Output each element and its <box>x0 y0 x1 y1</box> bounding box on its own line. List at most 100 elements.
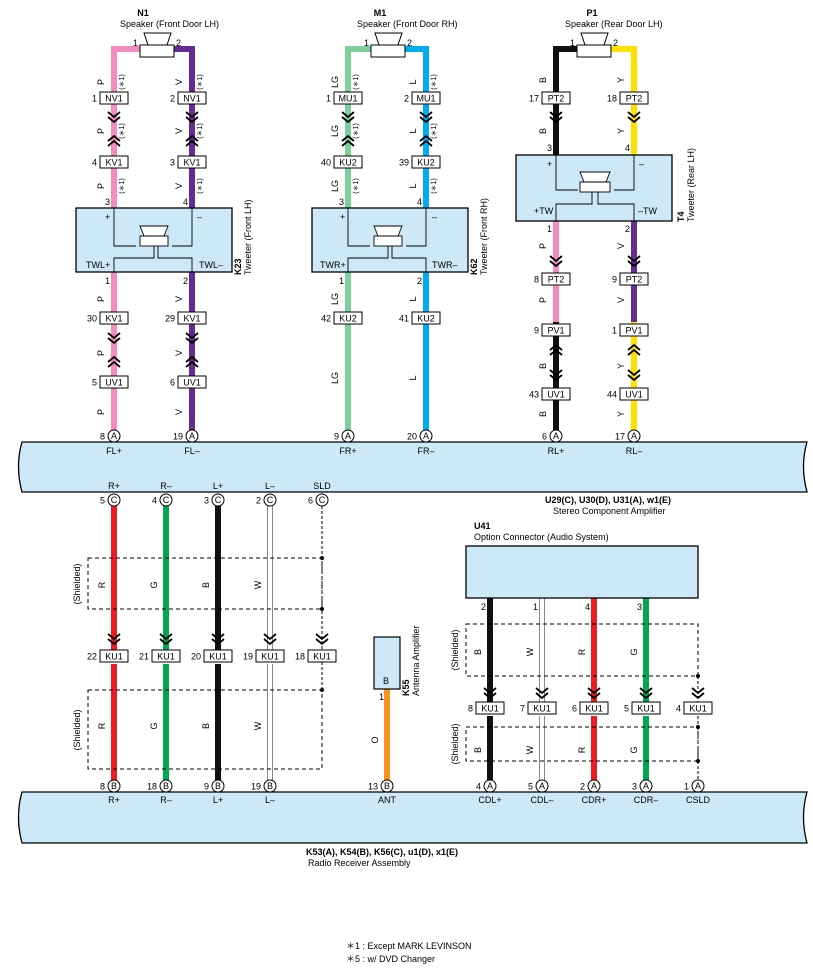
cd-wc-a-2: R <box>577 648 587 655</box>
mr-e: L <box>408 375 418 380</box>
ku1-cd-1-box <box>527 701 557 715</box>
k55-name: Antenna Amplifier <box>411 625 421 696</box>
rl-a: B <box>538 77 548 83</box>
radio-in-3-circle <box>263 779 277 793</box>
ml-d: LG <box>330 293 340 305</box>
amp-in-label-0: R+ <box>108 481 120 491</box>
nv1-left-pin: 1 <box>92 94 97 104</box>
cd-wc-b-2: R <box>577 746 587 753</box>
amp-in-0-letter: C <box>111 495 118 505</box>
amp-out-3-letter: A <box>423 431 429 441</box>
amp-in-label-3: L– <box>265 481 275 491</box>
pt2b-right-pin: 9 <box>612 275 617 285</box>
kv1b-left-label: KV1 <box>105 314 122 324</box>
chev-uv1b-r <box>627 369 641 382</box>
amp-out-label-5: RL– <box>626 446 643 456</box>
nv1-right-pin: 2 <box>170 94 175 104</box>
ku2-right-pin: 39 <box>399 158 409 168</box>
amp-out-0-letter: A <box>111 431 117 441</box>
ku1-in-3-pin: 19 <box>243 652 253 662</box>
mr-d: L <box>408 296 418 301</box>
t4-code: T4 <box>676 211 686 222</box>
cd-wc-a-3: G <box>629 648 639 655</box>
ku1-cd-3-box <box>631 701 661 715</box>
wr-n1a: V <box>174 79 184 85</box>
uv1b-left-box <box>541 387 571 401</box>
in-wc-a-1: G <box>149 581 159 588</box>
radio-cd-4-letter: A <box>695 781 701 791</box>
radio-cd-2-letter: A <box>591 781 597 791</box>
ku1-cd-2-label: KU1 <box>585 704 603 714</box>
pt2b-right-box <box>619 272 649 286</box>
radio-cd-label-0: CDL+ <box>478 795 501 805</box>
chev-in-2 <box>211 633 225 646</box>
p1-name: Speaker (Rear Door LH) <box>565 19 663 29</box>
nv1-right-box <box>177 91 207 105</box>
shield-box-upper <box>87 557 323 610</box>
pt2b-left-pin: 8 <box>534 275 539 285</box>
amp-in-4-circle <box>315 493 329 507</box>
ku1-cd-3-label: KU1 <box>637 704 655 714</box>
chev-cd-sld <box>691 687 705 700</box>
amp-in-1-circle <box>159 493 173 507</box>
m1-code: M1 <box>374 8 387 18</box>
radio-ant-circle <box>380 779 394 793</box>
pv1-left-box <box>541 323 571 337</box>
note-1: ＊1 : Except MARK LEVINSON <box>346 941 472 951</box>
wire-m1-lg <box>345 46 371 166</box>
n1-code: N1 <box>137 8 149 18</box>
radio-cd-1-letter: A <box>539 781 545 791</box>
chev-nv1-r <box>185 111 199 124</box>
wr-k23b: V <box>174 350 184 356</box>
chev-in-3 <box>263 633 277 646</box>
amp-in-0-circle <box>107 493 121 507</box>
cd-wc-b-3: G <box>629 746 639 753</box>
kv1-left-pin: 4 <box>92 158 97 168</box>
amp-in-3-letter: C <box>267 495 274 505</box>
chev-nv1-l <box>107 111 121 124</box>
p1-pin1: 1 <box>570 38 575 48</box>
shield-box-cd-lower <box>465 726 699 762</box>
chev-cd-2 <box>587 687 601 700</box>
ku1-cd-0-box <box>475 701 505 715</box>
pt2b-left-box <box>541 272 571 286</box>
amp-in-3-pin: 2 <box>256 496 261 506</box>
star-n1b: (＊1) <box>197 74 204 90</box>
wr-k23a: V <box>174 296 184 302</box>
cd-wc-a-1: W <box>525 647 535 656</box>
kv1b-left-pin: 30 <box>87 314 97 324</box>
in-wc-b-3: W <box>253 721 263 730</box>
amp-out-5-letter: A <box>631 431 637 441</box>
t4-plus: + <box>547 159 552 169</box>
k23-pin2: 2 <box>183 276 188 286</box>
amp-out-3-circle <box>419 429 433 443</box>
in-wc-b-0: R <box>97 722 107 729</box>
k55-code: K55 <box>401 679 411 696</box>
radio-cd-3-letter: A <box>643 781 649 791</box>
mu1-right-label: MU1 <box>416 94 435 104</box>
radio-cd-0-circle <box>483 779 497 793</box>
radio-cd-label-3: CDR– <box>634 795 659 805</box>
wl-k23c: P <box>96 409 106 415</box>
p1-code: P1 <box>586 8 597 18</box>
k23-pin3: 3 <box>105 197 110 207</box>
chev-mu1-r <box>419 111 433 124</box>
k62-code: K62 <box>469 258 479 275</box>
amp-in-3-circle <box>263 493 277 507</box>
uv1-right-box <box>177 375 207 389</box>
mr-b: L <box>408 128 418 133</box>
radio-in-0-circle <box>107 779 121 793</box>
ku1-cd-4-pin: 4 <box>676 704 681 714</box>
u41-pin-2: 4 <box>585 602 590 612</box>
ml-c: LG <box>330 180 340 192</box>
kv1-left-box <box>99 155 129 169</box>
t4-pin4: 4 <box>625 143 630 153</box>
k23-out-minus: TWL– <box>199 260 223 270</box>
radio-cd-label-4: CSLD <box>686 795 711 805</box>
k55-pin: 1 <box>379 692 384 702</box>
amp-out-5-pin: 17 <box>615 432 625 442</box>
radio-cd-2-circle <box>587 779 601 793</box>
pv1-right-box <box>619 323 649 337</box>
u41-pin-1: 1 <box>533 602 538 612</box>
chev-mu1-l <box>341 111 355 124</box>
